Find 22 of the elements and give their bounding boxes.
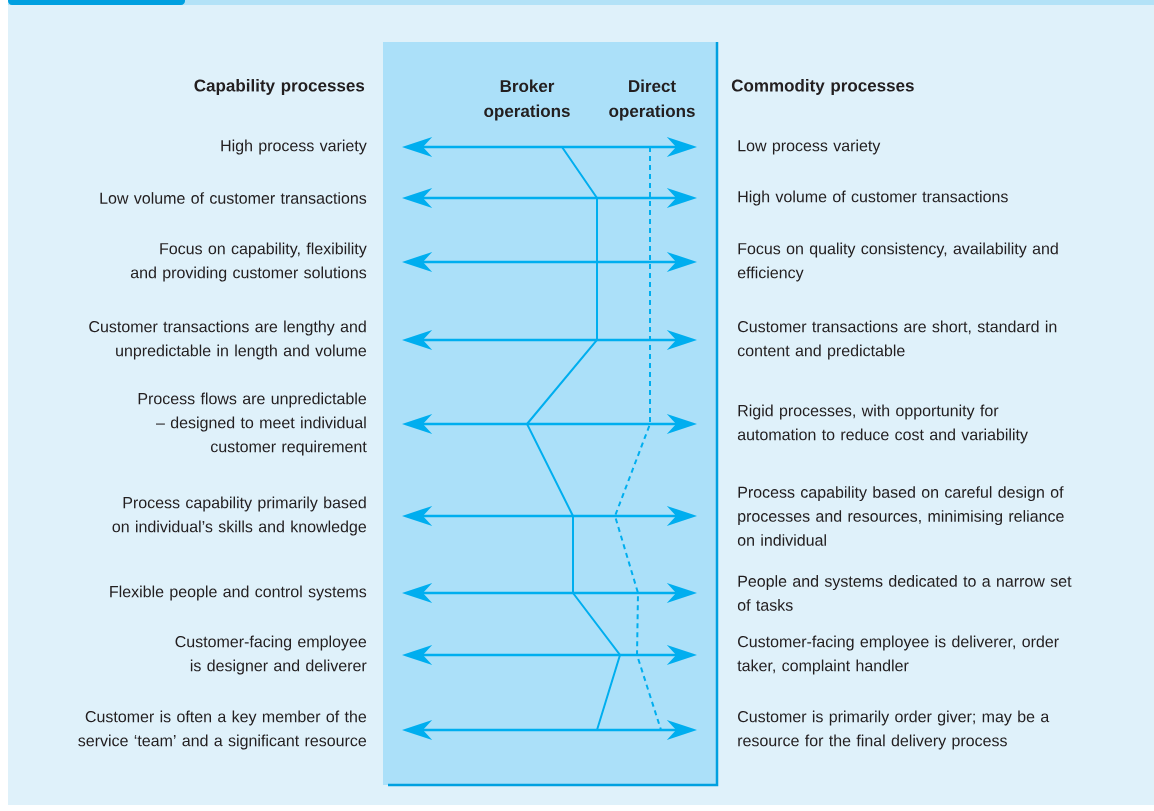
process-description: People and systems dedicated to a narrow set of tasks — [737, 575, 1072, 611]
process-description: Process capability based on careful design of processes and resources, minimising reliance on individual — [737, 486, 1064, 546]
process-description: Customer is primarily order giver; may be a resource for the final delivery process — [738, 710, 1050, 750]
process-description: High volume of customer transactions — [738, 190, 1008, 206]
process-description: Low volume of customer transactions — [100, 192, 367, 204]
process-description: Customer is often a key member of the service ‘team’ and a significant resource — [78, 710, 367, 750]
process-description: Customer-facing employee is deliverer, order taker, complaint handler — [737, 635, 1059, 675]
column-heading: Broker operations — [484, 79, 570, 121]
process-description: Process flows are unpredictable – designed to meet individual customer requirement — [138, 392, 367, 456]
process-description: Customer transactions are short, standard in content and predictable — [737, 320, 1057, 360]
process-description: Customer-facing employee is designer and deliverer — [175, 635, 367, 675]
process-description: Focus on capability, flexibility and providing customer solutions — [130, 242, 367, 282]
column-heading: Commodity processes — [731, 79, 914, 95]
column-heading: Direct operations — [609, 79, 695, 121]
process-description: Rigid processes, with opportunity for automation to reduce cost and variability — [737, 404, 1028, 444]
process-description: Customer transactions are lengthy and unpredictable in length and volume — [89, 320, 367, 360]
process-description: Process capability primarily based on individual’s skills and knowledge — [112, 496, 367, 536]
process-description: High process variety — [221, 139, 367, 155]
process-description: Focus on quality consistency, availability and efficiency — [737, 242, 1058, 282]
process-description: Flexible people and control systems — [110, 585, 367, 601]
process-description: Low process variety — [738, 139, 881, 155]
column-heading: Capability processes — [194, 79, 365, 95]
